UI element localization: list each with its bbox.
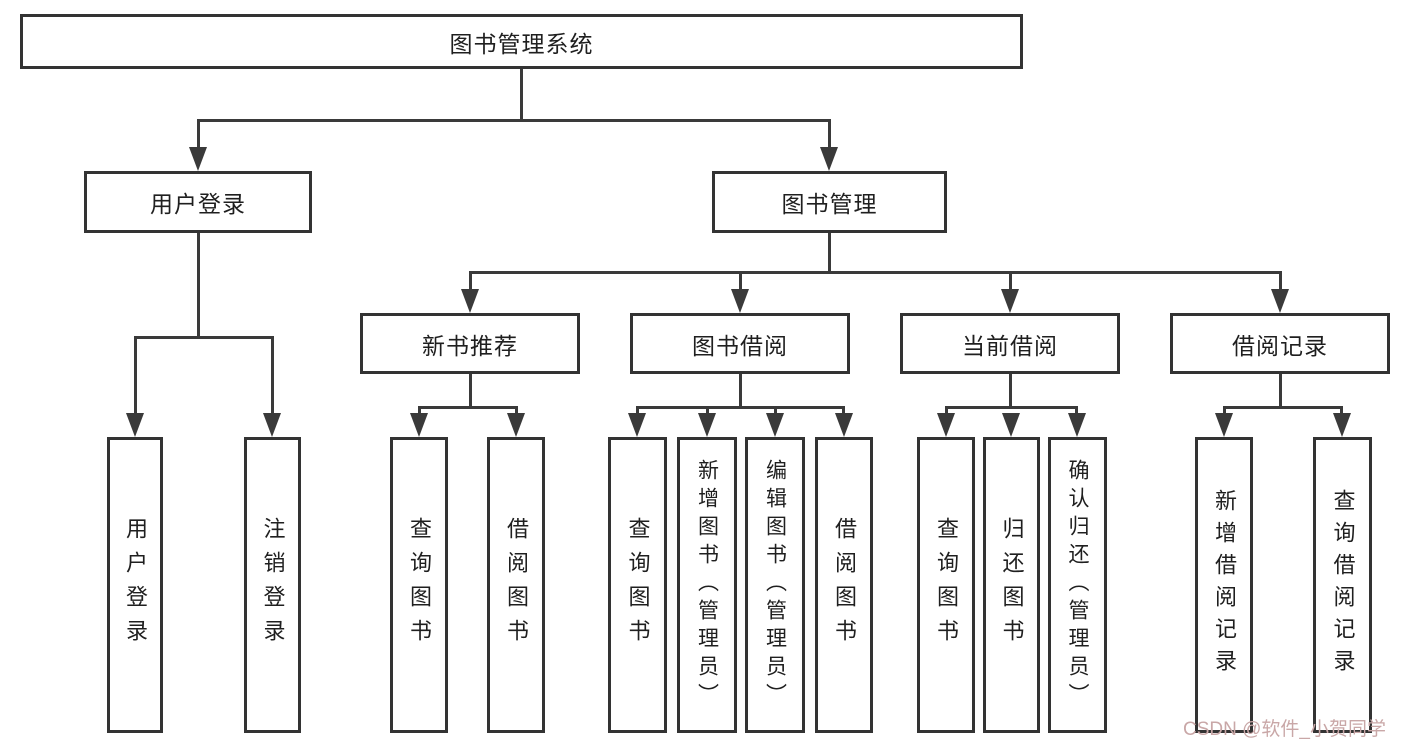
connector-line: [636, 406, 845, 409]
connector-line: [945, 406, 948, 416]
arrowhead-icon: [189, 147, 207, 171]
connector-line: [842, 406, 845, 416]
node-book-management: 图书管理: [712, 171, 947, 233]
node-book-management-label: 图书管理: [781, 191, 878, 217]
arrowhead-icon: [1215, 413, 1233, 437]
connector-line: [197, 119, 200, 153]
leaf-current-query-books: 查询图书: [917, 437, 975, 733]
arrowhead-icon: [1333, 413, 1351, 437]
leaf-query-borrow-record: 查询借阅记录: [1313, 437, 1372, 733]
connector-line: [1279, 271, 1282, 292]
node-current-borrow-label: 当前借阅: [962, 332, 1058, 359]
leaf-borrow-query-books: 查询图书: [608, 437, 667, 733]
connector-line: [469, 271, 1282, 274]
connector-line: [515, 406, 518, 416]
arrowhead-icon: [698, 413, 716, 437]
leaf-edit-books-admin: 编辑图书（管理员）: [745, 437, 805, 733]
connector-line: [828, 233, 831, 274]
node-book-borrow-label: 图书借阅: [692, 332, 788, 359]
node-borrow-records: 借阅记录: [1170, 313, 1390, 374]
node-user-login-label: 用户登录: [150, 191, 246, 217]
leaf-confirm-return-admin: 确认归还（管理员）: [1048, 437, 1107, 733]
connector-line: [636, 406, 639, 416]
connector-line: [739, 374, 742, 408]
node-system-root-label: 图书管理系统: [449, 30, 594, 57]
arrowhead-icon: [461, 289, 479, 313]
leaf-add-books-admin-label: 新增图书（管理员）: [695, 459, 719, 711]
node-new-book-recommend-label: 新书推荐: [422, 332, 518, 359]
connector-line: [134, 336, 274, 339]
connector-line: [197, 233, 200, 338]
connector-line: [945, 406, 1078, 409]
connector-line: [1009, 271, 1012, 292]
leaf-recommend-borrow-books: 借阅图书: [487, 437, 545, 733]
connector-line: [134, 336, 137, 416]
node-current-borrow: 当前借阅: [900, 313, 1120, 374]
leaf-add-borrow-record-label: 新增借阅记录: [1212, 489, 1237, 681]
leaf-add-borrow-record: 新增借阅记录: [1195, 437, 1253, 733]
connector-line: [1223, 406, 1343, 409]
leaf-user-login: 用户登录: [107, 437, 163, 733]
node-system-root: 图书管理系统: [20, 14, 1023, 69]
connector-line: [520, 69, 523, 121]
leaf-recommend-query-books-label: 查询图书: [407, 517, 432, 653]
connector-line: [828, 119, 831, 153]
node-user-login: 用户登录: [84, 171, 312, 233]
connector-line: [418, 406, 518, 409]
arrowhead-icon: [628, 413, 646, 437]
leaf-recommend-query-books: 查询图书: [390, 437, 448, 733]
leaf-borrow-books: 借阅图书: [815, 437, 873, 733]
leaf-edit-books-admin-label: 编辑图书（管理员）: [763, 459, 787, 711]
arrowhead-icon: [1001, 289, 1019, 313]
leaf-current-query-books-label: 查询图书: [934, 517, 959, 653]
leaf-return-books-label: 归还图书: [999, 517, 1025, 653]
arrowhead-icon: [1271, 289, 1289, 313]
leaf-logout-login: 注销登录: [244, 437, 301, 733]
connector-line: [197, 119, 831, 122]
leaf-query-borrow-record-label: 查询借阅记录: [1330, 489, 1356, 681]
leaf-recommend-borrow-books-label: 借阅图书: [504, 517, 529, 653]
leaf-logout-login-label: 注销登录: [260, 517, 286, 653]
connector-line: [739, 271, 742, 292]
leaf-user-login-label: 用户登录: [123, 517, 148, 653]
node-new-book-recommend: 新书推荐: [360, 313, 580, 374]
arrowhead-icon: [126, 413, 144, 437]
connector-line: [1009, 374, 1012, 408]
leaf-return-books: 归还图书: [983, 437, 1040, 733]
arrowhead-icon: [835, 413, 853, 437]
connector-line: [469, 271, 472, 292]
connector-line: [1223, 406, 1226, 416]
connector-line: [271, 336, 274, 416]
arrowhead-icon: [507, 413, 525, 437]
leaf-borrow-books-label: 借阅图书: [832, 517, 857, 653]
arrowhead-icon: [1068, 413, 1086, 437]
connector-line: [1279, 374, 1282, 408]
connector-line: [774, 406, 777, 416]
connector-line: [418, 406, 421, 416]
connector-line: [706, 406, 709, 416]
leaf-add-books-admin: 新增图书（管理员）: [677, 437, 737, 733]
connector-line: [1075, 406, 1078, 416]
node-borrow-records-label: 借阅记录: [1232, 332, 1328, 359]
arrowhead-icon: [766, 413, 784, 437]
connector-line: [1340, 406, 1343, 416]
connector-line: [469, 374, 472, 408]
watermark: CSDN @软件_小贺同学: [1183, 719, 1386, 740]
node-book-borrow: 图书借阅: [630, 313, 850, 374]
arrowhead-icon: [820, 147, 838, 171]
leaf-confirm-return-admin-label: 确认归还（管理员）: [1066, 459, 1089, 711]
arrowhead-icon: [1002, 413, 1020, 437]
leaf-borrow-query-books-label: 查询图书: [625, 517, 651, 653]
arrowhead-icon: [731, 289, 749, 313]
arrowhead-icon: [263, 413, 281, 437]
arrowhead-icon: [410, 413, 428, 437]
arrowhead-icon: [937, 413, 955, 437]
